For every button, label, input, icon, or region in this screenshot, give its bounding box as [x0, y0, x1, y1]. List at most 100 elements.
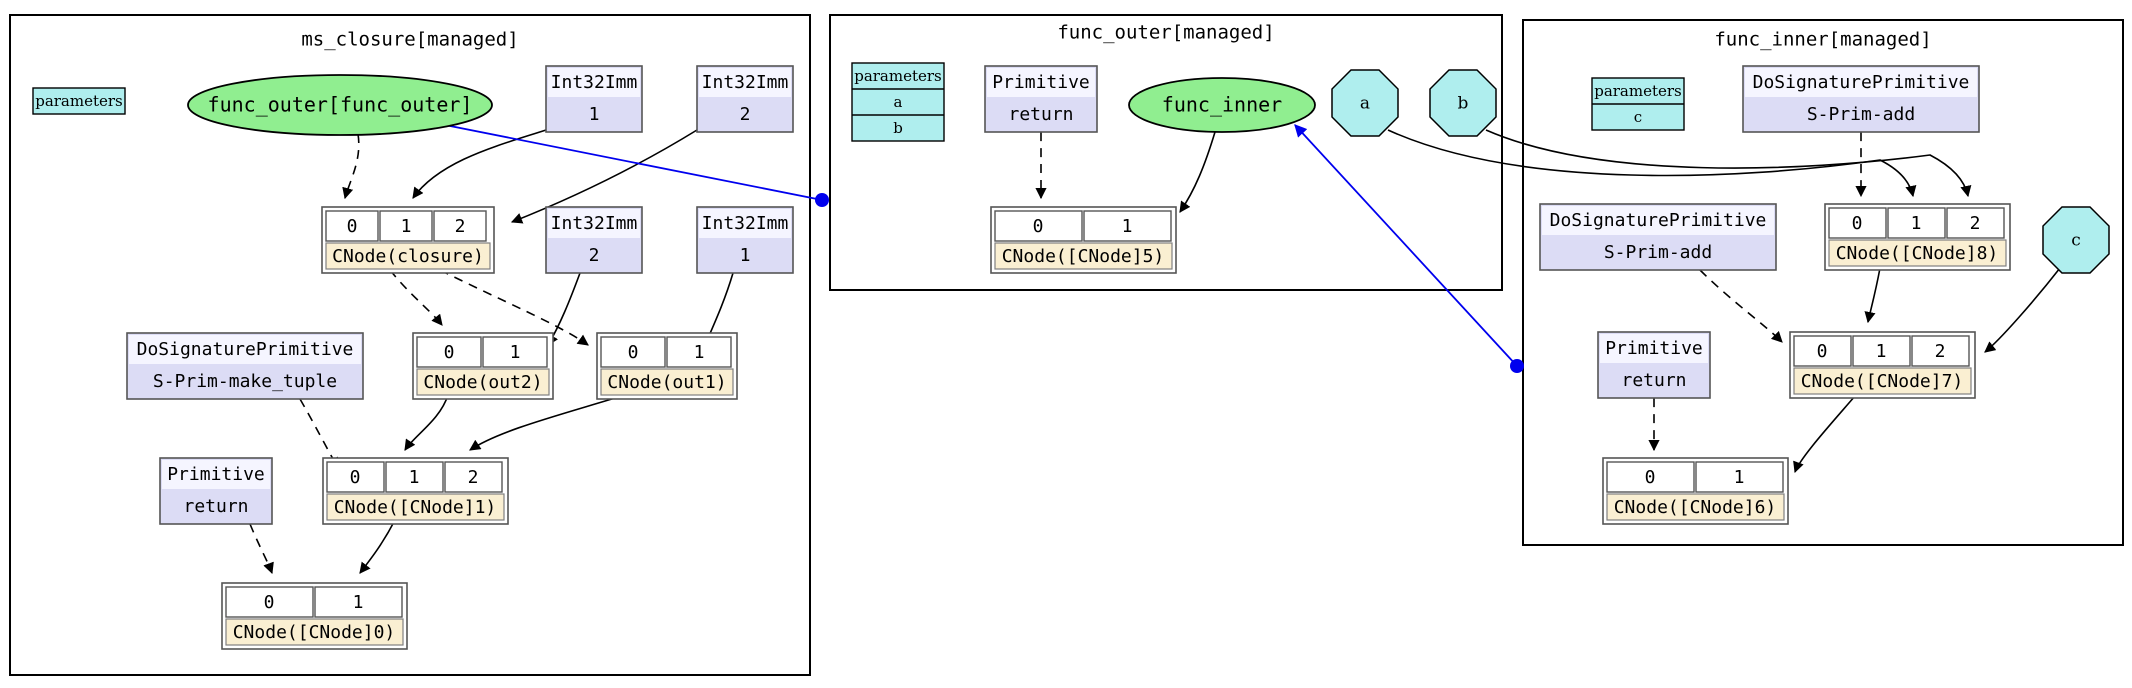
value-node-int32imm-c[interactable]: Int32Imm 2: [545, 206, 643, 274]
primitive-type: DoSignaturePrimitive: [1753, 72, 1970, 93]
cnode-slot-2: 2: [1970, 213, 1981, 234]
cnode-slot-0: 0: [347, 216, 358, 237]
edge-cnode1-to-cnode0-1: [359, 519, 396, 574]
parameters-label: parameters: [35, 92, 123, 110]
cnode-slot-1: 1: [1876, 341, 1887, 362]
func-graph-node-func-inner[interactable]: func_inner: [1128, 77, 1316, 133]
cnode-slot-0: 0: [350, 467, 361, 488]
cnode-cnode0[interactable]: 0 1 CNode([CNode]0): [221, 582, 408, 650]
edge-out2-to-cnode1-1: [404, 394, 449, 451]
cnode-name: CNode([CNode]1): [334, 497, 497, 518]
cnode-slot-1: 1: [510, 342, 521, 363]
cnode-cnode1[interactable]: 0 1 2 CNode([CNode]1): [322, 457, 509, 525]
cluster-title-func-outer: func_outer[managed]: [1057, 22, 1274, 44]
cnode-slot-2: 2: [468, 467, 479, 488]
cnode-name: CNode([CNode]5): [1002, 246, 1165, 267]
value-node-type: Int32Imm: [702, 72, 789, 93]
value-node-type: Int32Imm: [551, 72, 638, 93]
primitive-value: S-Prim-add: [1807, 104, 1915, 125]
cluster-title-ms-closure: ms_closure[managed]: [301, 29, 518, 51]
cnode-closure[interactable]: 0 1 2 CNode(closure): [321, 206, 495, 274]
edge-return-to-cnode0: [249, 523, 274, 575]
edge-cnode7-to-cnode6-1: [1793, 395, 1856, 474]
cnode-slot-0: 0: [1852, 213, 1863, 234]
parameters-label: parameters: [1594, 82, 1682, 100]
value-node-type: Int32Imm: [702, 213, 789, 234]
cnode-slot-2: 2: [455, 216, 466, 237]
value-node-value: 1: [589, 104, 600, 125]
primitive-node-return-func-inner[interactable]: Primitive return: [1597, 331, 1711, 399]
parameters-box-func-inner[interactable]: parameters c: [1591, 77, 1685, 131]
edge-funcinner-to-cnode5-1: [1179, 131, 1216, 213]
octagon-node-c[interactable]: c: [2042, 206, 2110, 274]
cnode-slot-0: 0: [264, 592, 275, 613]
cnode-slot-0: 0: [628, 342, 639, 363]
value-node-value: 1: [740, 245, 751, 266]
value-node-int32imm-a[interactable]: Int32Imm 1: [545, 65, 643, 133]
primitive-node-add-mid[interactable]: DoSignaturePrimitive S-Prim-add: [1539, 203, 1777, 271]
cnode-slot-1: 1: [401, 216, 412, 237]
blue-endpoint-dot-ms-closure: [815, 193, 829, 207]
value-node-int32imm-d[interactable]: Int32Imm 1: [696, 206, 794, 274]
cluster-title-func-inner: func_inner[managed]: [1714, 29, 1931, 51]
edge-addmid-to-cnode7-0: [1699, 269, 1783, 343]
primitive-value: return: [183, 496, 248, 517]
value-node-value: 2: [740, 104, 751, 125]
cluster-func-outer: func_outer[managed]: [829, 14, 1503, 291]
edge-a-to-cnode8-1: [1387, 129, 1917, 198]
edge-c-to-cnode7-2: [1984, 267, 2061, 353]
octagon-label: c: [2071, 231, 2081, 251]
func-graph-node-func-outer[interactable]: func_outer[func_outer]: [187, 74, 493, 136]
parameter-item-c: c: [1634, 108, 1642, 126]
parameters-label: parameters: [854, 67, 942, 85]
edge-out1-to-cnode1-2: [469, 394, 626, 451]
primitive-type: Primitive: [992, 72, 1090, 93]
cnode-cnode8[interactable]: 0 1 2 CNode([CNode]8): [1824, 203, 2011, 271]
cnode-name: CNode([CNode]8): [1836, 243, 1999, 264]
edge-blue-funcouter-ref: [418, 116, 823, 201]
cnode-out1[interactable]: 0 1 CNode(out1): [596, 332, 738, 400]
cnode-slot-0: 0: [1033, 216, 1044, 237]
value-node-value: 2: [589, 245, 600, 266]
primitive-value: S-Prim-add: [1604, 242, 1712, 263]
octagon-node-a[interactable]: a: [1331, 69, 1399, 137]
cnode-name: CNode([CNode]7): [1801, 371, 1964, 392]
cnode-cnode7[interactable]: 0 1 2 CNode([CNode]7): [1789, 331, 1976, 399]
cnode-name: CNode(out2): [423, 372, 542, 393]
cnode-slot-1: 1: [694, 342, 705, 363]
primitive-node-make-tuple[interactable]: DoSignaturePrimitive S-Prim-make_tuple: [126, 332, 364, 400]
edge-b-to-cnode8-2: [1485, 129, 1972, 198]
primitive-type: DoSignaturePrimitive: [1550, 210, 1767, 231]
cnode-name: CNode(out1): [607, 372, 726, 393]
cnode-slot-1: 1: [1911, 213, 1922, 234]
edge-int2-to-closure-2: [510, 129, 698, 224]
parameters-box-ms-closure[interactable]: parameters: [32, 87, 126, 115]
cnode-slot-1: 1: [409, 467, 420, 488]
primitive-type: DoSignaturePrimitive: [137, 339, 354, 360]
octagon-node-b[interactable]: b: [1429, 69, 1497, 137]
func-graph-label: func_outer[func_outer]: [208, 93, 473, 117]
edge-blue-funcinner-ref: [1294, 124, 1518, 367]
value-node-type: Int32Imm: [551, 213, 638, 234]
cnode-slot-1: 1: [1734, 467, 1745, 488]
cnode-out2[interactable]: 0 1 CNode(out2): [412, 332, 554, 400]
octagon-label: a: [1360, 94, 1370, 114]
primitive-node-return-func-outer[interactable]: Primitive return: [984, 65, 1098, 133]
edge-funcouter-to-closure: [342, 133, 360, 200]
cnode-name: CNode(closure): [332, 246, 484, 267]
edge-closure-to-out1: [439, 269, 589, 346]
cnode-slot-1: 1: [1122, 216, 1133, 237]
cnode-cnode6[interactable]: 0 1 CNode([CNode]6): [1602, 457, 1789, 525]
cnode-name: CNode([CNode]0): [233, 622, 396, 643]
octagon-label: b: [1458, 94, 1469, 114]
value-node-int32imm-b[interactable]: Int32Imm 2: [696, 65, 794, 133]
cluster-func-inner: func_inner[managed]: [1522, 19, 2124, 546]
primitive-node-return-ms-closure[interactable]: Primitive return: [159, 457, 273, 525]
primitive-node-add-top[interactable]: DoSignaturePrimitive S-Prim-add: [1742, 65, 1980, 133]
parameters-box-func-outer[interactable]: parameters a b: [851, 62, 945, 142]
cnode-cnode5[interactable]: 0 1 CNode([CNode]5): [990, 206, 1177, 274]
primitive-type: Primitive: [167, 464, 265, 485]
primitive-type: Primitive: [1605, 338, 1703, 359]
cnode-slot-0: 0: [1817, 341, 1828, 362]
primitive-value: return: [1621, 370, 1686, 391]
